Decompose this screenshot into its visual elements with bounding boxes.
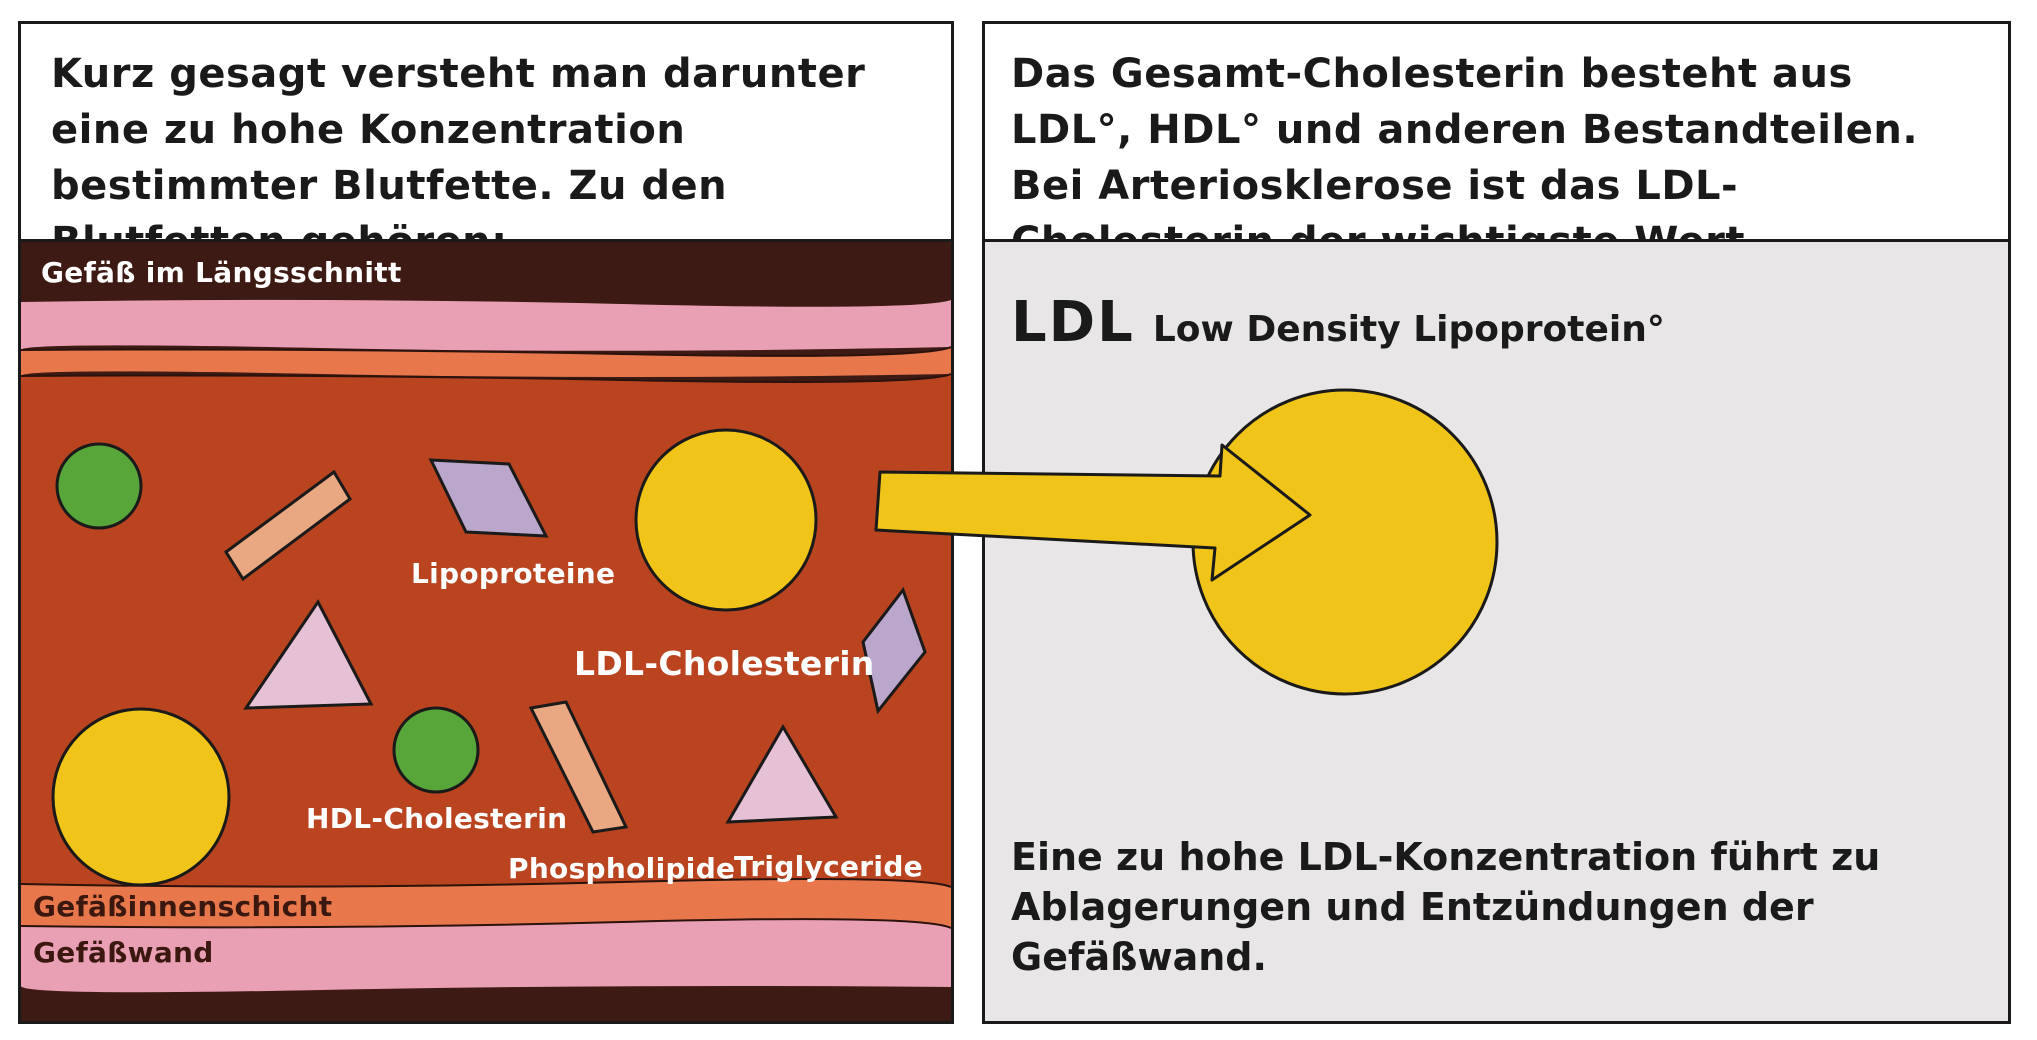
innenschicht-label: Gefäßinnenschicht bbox=[33, 890, 332, 923]
ldl-particle bbox=[53, 709, 229, 885]
vessel-illustration: Gefäß im Längsschnitt Lipoproteine LDL-C… bbox=[21, 242, 951, 1021]
right-caption-text: Das Gesamt-Cholesterin besteht aus LDL°,… bbox=[1011, 46, 1988, 270]
ldl-particle bbox=[636, 430, 816, 610]
lipoproteine-label: Lipoproteine bbox=[411, 557, 615, 590]
hdl-particle bbox=[57, 444, 141, 528]
triglyceride-label: Triglyceride bbox=[734, 850, 923, 883]
hdl-particle bbox=[394, 708, 478, 792]
upper-pink-layer bbox=[21, 300, 951, 351]
left-panel: Kurz gesagt versteht man darunter eine z… bbox=[18, 21, 954, 1024]
right-caption-box: Das Gesamt-Cholesterin besteht aus LDL°,… bbox=[985, 24, 2008, 242]
left-caption-box: Kurz gesagt versteht man darunter eine z… bbox=[21, 24, 951, 242]
left-caption-text: Kurz gesagt versteht man darunter eine z… bbox=[51, 46, 931, 270]
hdl-cholesterin-label: HDL-Cholesterin bbox=[306, 802, 567, 835]
ldl-large-particle bbox=[1193, 390, 1497, 694]
right-panel: Das Gesamt-Cholesterin besteht aus LDL°,… bbox=[982, 21, 2011, 1024]
phospholipide-label: Phospholipide bbox=[508, 852, 735, 885]
ldl-cholesterin-label: LDL-Cholesterin bbox=[574, 644, 875, 683]
vessel-title-label: Gefäß im Längsschnitt bbox=[41, 256, 402, 289]
gefaesswand-label: Gefäßwand bbox=[33, 936, 214, 969]
ldl-description: Eine zu hohe LDL-Konzentration führt zu … bbox=[1011, 832, 1948, 982]
